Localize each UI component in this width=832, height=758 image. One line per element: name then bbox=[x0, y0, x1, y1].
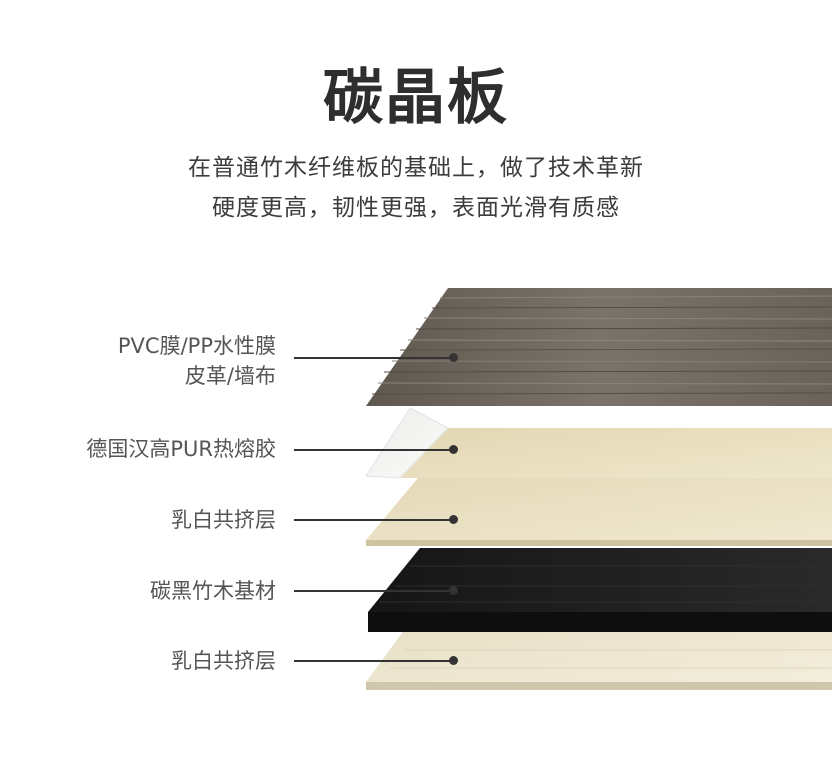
leader-line-5 bbox=[294, 660, 454, 662]
page-title: 碳晶板 bbox=[323, 63, 509, 133]
leader-line-4 bbox=[294, 590, 454, 592]
label-pur-glue: 德国汉高PUR热熔胶 bbox=[86, 437, 276, 461]
leader-dot-4 bbox=[449, 586, 458, 595]
layer-cream-middle bbox=[366, 478, 832, 546]
label-pvc-film: PVC膜/PP水性膜 皮革/墙布 bbox=[117, 334, 276, 388]
layer-wood-film bbox=[366, 288, 832, 406]
leader-line-3 bbox=[294, 519, 454, 521]
leader-dot-2 bbox=[449, 445, 458, 454]
leader-dot-3 bbox=[449, 515, 458, 524]
leader-dot-1 bbox=[449, 353, 458, 362]
leader-dot-5 bbox=[449, 656, 458, 665]
subtitle-line-1: 在普通竹木纤维板的基础上，做了技术革新 bbox=[188, 155, 644, 181]
layer-black-substrate bbox=[368, 548, 832, 632]
layer-pur-glue bbox=[365, 407, 832, 479]
label-cream-layer-1: 乳白共挤层 bbox=[171, 508, 276, 532]
leader-line-2 bbox=[294, 449, 454, 451]
label-black-substrate: 碳黑竹木基材 bbox=[150, 579, 276, 603]
subtitle-line-2: 硬度更高，韧性更强，表面光滑有质感 bbox=[212, 195, 620, 221]
label-cream-layer-2: 乳白共挤层 bbox=[171, 649, 276, 673]
leader-line-1 bbox=[294, 357, 452, 359]
